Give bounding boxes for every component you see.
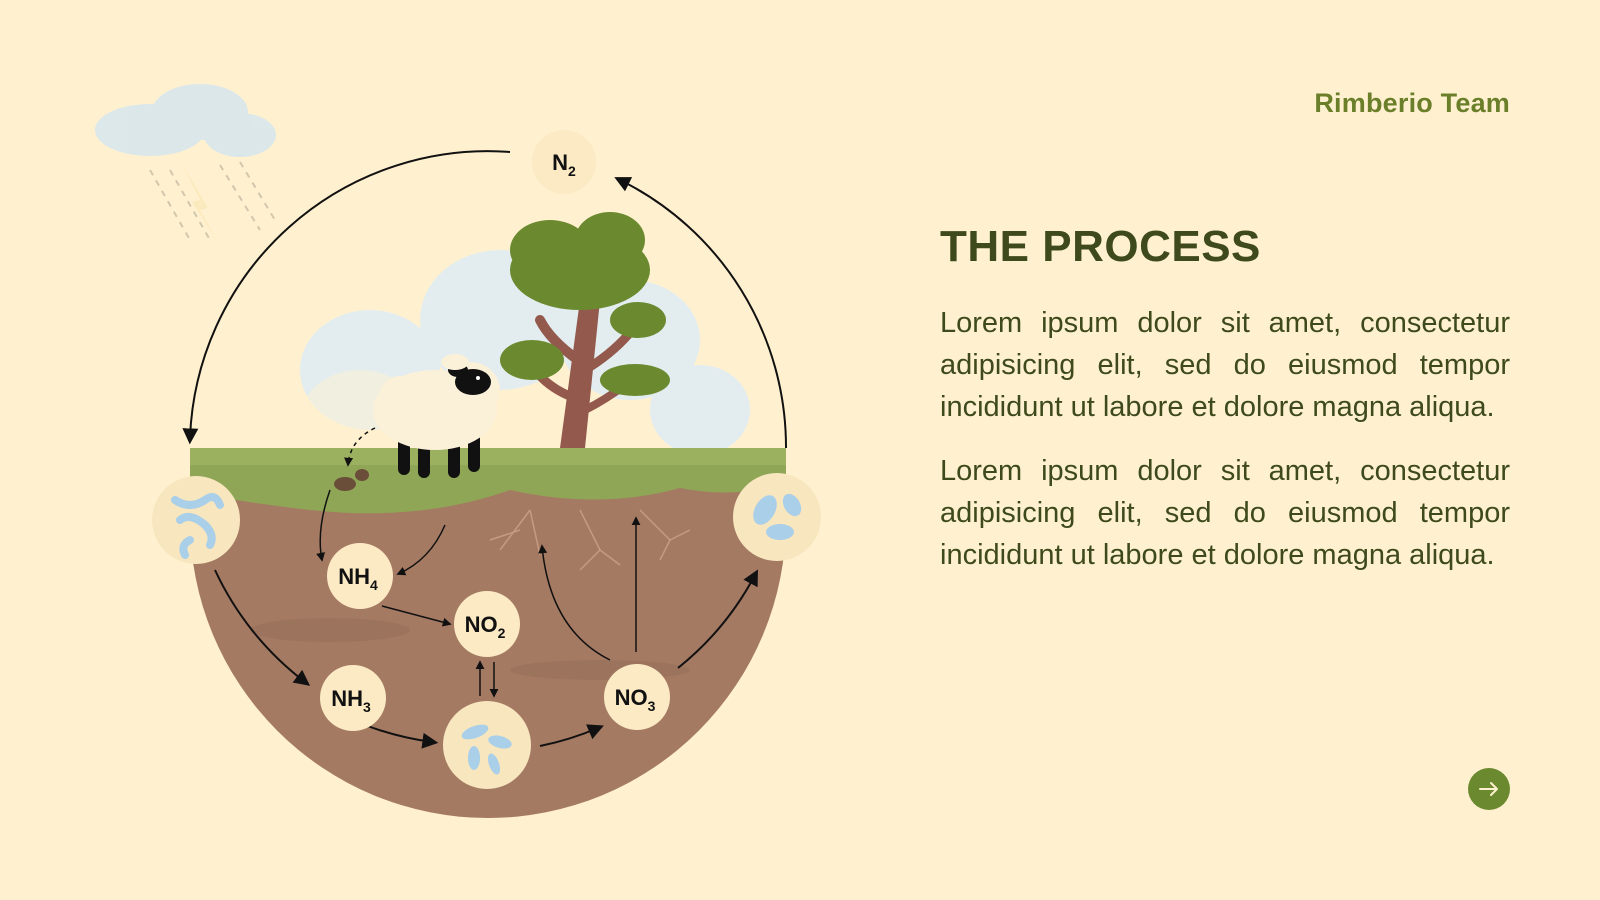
node-no2-base: NO xyxy=(465,612,498,637)
node-nh3-sub: 3 xyxy=(363,699,371,715)
node-nh4-sub: 4 xyxy=(370,577,378,593)
node-n2-sub: 2 xyxy=(568,163,576,179)
bacteria-bottom-icon xyxy=(443,701,531,789)
node-nh3: NH3 xyxy=(320,665,386,731)
body-paragraph-1: Lorem ipsum dolor sit amet, consectetur … xyxy=(940,307,1510,423)
svg-text:NO3: NO3 xyxy=(615,685,656,714)
svg-text:NH3: NH3 xyxy=(331,686,371,715)
tree-illustration xyxy=(500,212,670,448)
node-no3-base: NO xyxy=(615,685,648,710)
next-slide-button[interactable] xyxy=(1468,768,1510,810)
node-nh4: NH4 xyxy=(327,543,393,609)
content-panel: THE PROCESS Lorem ipsum dolor sit amet, … xyxy=(940,222,1510,598)
bacteria-left-icon xyxy=(152,476,240,564)
node-n2: N2 xyxy=(532,130,596,194)
node-no2: NO2 xyxy=(454,591,520,657)
page-title: THE PROCESS xyxy=(940,222,1261,271)
nitrogen-cycle-diagram: N2 NH4 NO2 NH3 NO3 xyxy=(80,70,860,830)
svg-text:NH4: NH4 xyxy=(338,564,378,593)
sheep-illustration xyxy=(373,354,500,478)
rain-cloud-icon xyxy=(95,84,276,245)
body-paragraph-2: Lorem ipsum dolor sit amet, consectetur … xyxy=(940,455,1510,571)
arrow-right-icon xyxy=(1479,782,1498,796)
svg-text:NO2: NO2 xyxy=(465,612,506,641)
node-n2-base: N xyxy=(552,150,568,175)
nitrogen-cycle-svg: N2 NH4 NO2 NH3 NO3 xyxy=(95,84,821,818)
droppings-icon xyxy=(334,469,369,491)
bacteria-right-icon xyxy=(733,473,821,561)
svg-text:N2: N2 xyxy=(552,150,576,179)
cycle-arrows xyxy=(182,150,788,749)
team-name: Rimberio Team xyxy=(1314,88,1510,118)
node-nh3-base: NH xyxy=(331,686,363,711)
node-no3: NO3 xyxy=(604,664,670,730)
node-no3-sub: 3 xyxy=(648,698,656,714)
node-no2-sub: 2 xyxy=(498,625,506,641)
inner-arrows xyxy=(316,427,641,698)
node-nh4-base: NH xyxy=(338,564,370,589)
